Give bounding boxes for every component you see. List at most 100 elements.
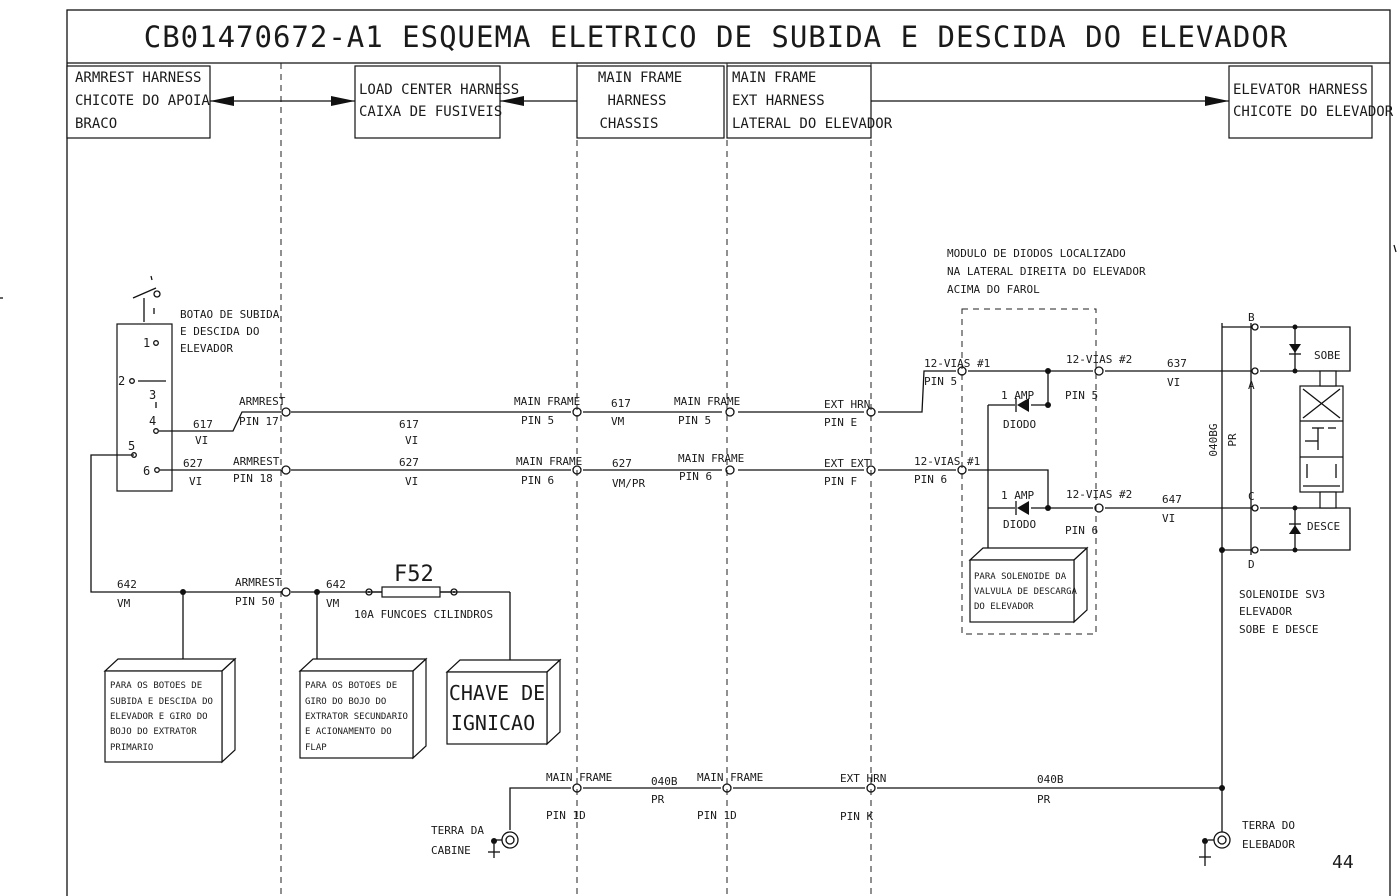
cabin-ground-label: TERRA DA	[431, 824, 484, 837]
diode-amp: 1 AMP	[1001, 389, 1034, 402]
connector-pin: PIN K	[840, 810, 873, 823]
main-frame-ext-harness-box: MAIN FRAME EXT HARNESS LATERAL DO ELEVAD…	[726, 65, 893, 139]
terminal-label: A	[1248, 379, 1255, 392]
note-line: EXTRATOR SECUNDARIO	[305, 712, 408, 722]
wire-642: 642 VM ARMREST PIN 50 642 VM	[90, 454, 511, 671]
switch-pin: 4	[149, 414, 156, 428]
connector-name: MAIN FRAME	[678, 452, 744, 465]
ground-wire-040b: MAIN FRAME PIN 1D 040B PR MAIN FRAME PIN…	[509, 771, 1225, 832]
diode-module-outline	[961, 308, 1097, 635]
load-center-line: CAIXA DE FUSIVEIS	[359, 104, 502, 120]
elevator-switch: BOTAO DE SUBIDA E DESCIDA DO ELEVADOR 1 …	[116, 275, 280, 492]
connector-pin: PIN 6	[521, 474, 554, 487]
wire-number: 637	[1167, 357, 1187, 370]
connector-pin: PIN 6	[1065, 524, 1098, 537]
connector-pin: PIN F	[824, 475, 857, 488]
connector-name: ARMREST	[239, 395, 286, 408]
connector-pin: PIN 5	[1065, 389, 1098, 402]
diode-module-label: ACIMA DO FAROL	[947, 283, 1040, 296]
terminal-label: B	[1248, 311, 1255, 324]
wire-617: 617 VI ARMREST PIN 17 617 VI MAIN FRAME …	[159, 353, 1251, 447]
elevator-ground-icon: TERRA DO ELEBADOR	[1199, 819, 1295, 866]
armrest-harness-line: BRACO	[75, 116, 117, 132]
wire-number: 647	[1162, 493, 1182, 506]
connector-name: MAIN FRAME	[514, 395, 580, 408]
connector-pin: PIN 50	[235, 595, 275, 608]
wire-color: VI	[195, 434, 208, 447]
connector-pin: PIN 5	[678, 414, 711, 427]
diode-name: DIODO	[1003, 518, 1036, 531]
switch-label-line: BOTAO DE SUBIDA	[180, 308, 280, 321]
diode-module: MODULO DE DIODOS LOCALIZADO NA LATERAL D…	[947, 247, 1146, 635]
connector-name: MAIN FRAME	[546, 771, 612, 784]
main-frame-ext-line: LATERAL DO ELEVADOR	[732, 116, 893, 132]
connector-name: MAIN FRAME	[697, 771, 763, 784]
solenoid-label: SOBE E DESCE	[1239, 623, 1318, 636]
wire-color: VI	[405, 434, 418, 447]
wire-number: 642	[117, 578, 137, 591]
page-number: 44	[1332, 852, 1354, 873]
connector-pin: PIN 1D	[546, 809, 586, 822]
terminal-label: D	[1248, 558, 1255, 571]
wire-627: 627 VI ARMREST PIN 18 627 VI MAIN FRAME …	[160, 452, 1251, 537]
diagram-title: CB01470672-A1 ESQUEMA ELETRICO DE SUBIDA…	[144, 20, 1289, 54]
switch-label-line: E DESCIDA DO	[180, 325, 259, 338]
solenoid-label: SOLENOIDE SV3	[1239, 588, 1325, 601]
connector-name: MAIN FRAME	[674, 395, 740, 408]
diode-module-label: MODULO DE DIODOS LOCALIZADO	[947, 247, 1126, 260]
ground-wire-number: 040BG	[1207, 423, 1220, 456]
solenoid-desce: DESCE	[1307, 520, 1340, 533]
main-frame-line: HARNESS	[607, 93, 666, 109]
note-line: PARA OS BOTOES DE	[110, 681, 202, 691]
wire-color: VM	[117, 597, 131, 610]
note-box-secondary: PARA OS BOTOES DE GIRO DO BOJO DO EXTRAT…	[298, 657, 428, 760]
connector-name: MAIN FRAME	[516, 455, 582, 468]
note-line: BOJO DO EXTRATOR	[110, 727, 197, 737]
connector-pin: PIN E	[824, 416, 857, 429]
note-line: GIRO DO BOJO DO	[305, 697, 386, 707]
note-line: FLAP	[305, 743, 327, 753]
wire-number: 627	[612, 457, 632, 470]
wire-number: 617	[399, 418, 419, 431]
diode-note-line: VALVULA DE DESCARGA	[974, 587, 1078, 597]
connector-name: ARMREST	[235, 576, 282, 589]
fuse-f52: F52 10A FUNCOES CILINDROS	[354, 562, 493, 621]
wire-number: 627	[183, 457, 203, 470]
main-frame-line: MAIN FRAME	[598, 70, 682, 86]
armrest-harness-line: ARMREST HARNESS	[75, 70, 201, 86]
solenoid-sobe: SOBE	[1314, 349, 1341, 362]
solenoid-label: ELEVADOR	[1239, 605, 1292, 618]
note-box-primary: PARA OS BOTOES DE SUBIDA E DESCIDA DO EL…	[103, 657, 237, 764]
switch-pin: 5	[128, 439, 135, 453]
connector-name: ARMREST	[233, 455, 280, 468]
switch-pin: 3	[149, 388, 156, 402]
load-center-line: LOAD CENTER HARNESS	[359, 82, 519, 98]
connector-pin: PIN 6	[914, 473, 947, 486]
wire-number: 040B	[1037, 773, 1064, 786]
connector-pin: PIN 6	[679, 470, 712, 483]
main-frame-ext-line: MAIN FRAME	[732, 70, 816, 86]
wire-color: VM/PR	[612, 477, 645, 490]
connector-pin: PIN 5	[521, 414, 554, 427]
switch-label-line: ELEVADOR	[180, 342, 233, 355]
diode-module-label: NA LATERAL DIREITA DO ELEVADOR	[947, 265, 1146, 278]
ignition-key-box: CHAVE DE IGNICAO	[445, 658, 562, 746]
diode-note-line: DO ELEVADOR	[974, 602, 1034, 612]
page-frame	[66, 9, 1391, 896]
wire-color: VI	[1162, 512, 1175, 525]
connector-name: 12-VIAS #1	[914, 455, 980, 468]
diode-name: DIODO	[1003, 418, 1036, 431]
switch-pin: 2	[118, 374, 125, 388]
terminal-label: C	[1248, 490, 1255, 503]
switch-pin: 6	[143, 464, 150, 478]
wire-color: VM	[611, 415, 625, 428]
elevator-harness-box: ELEVATOR HARNESS CHICOTE DO ELEVADOR	[1228, 65, 1394, 139]
connector-name: 12-VIAS #2	[1066, 488, 1132, 501]
wire-color: VM	[326, 597, 340, 610]
note-line: E ACIONAMENTO DO	[305, 727, 392, 737]
ignition-label-line: CHAVE DE	[449, 681, 545, 705]
wire-color: VI	[405, 475, 418, 488]
connector-name: 12-VIAS #2	[1066, 353, 1132, 366]
diode-note-line: PARA SOLENOIDE DA	[974, 572, 1067, 582]
wire-number: 040B	[651, 775, 678, 788]
